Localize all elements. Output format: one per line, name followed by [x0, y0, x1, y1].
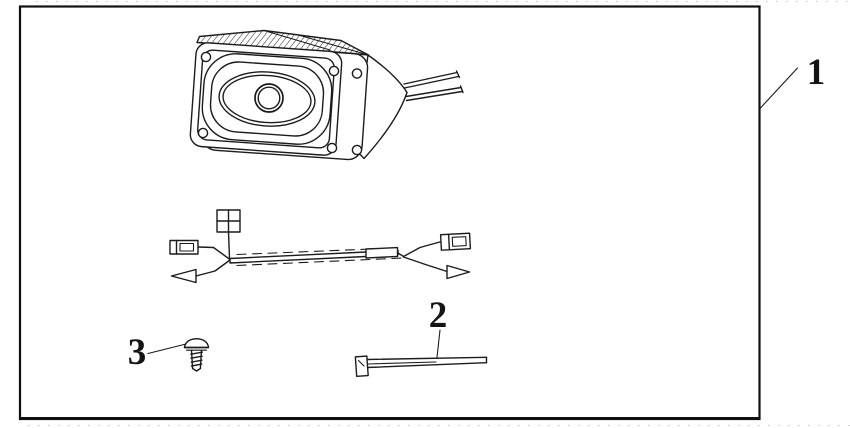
- harness-connector-right: [439, 232, 472, 251]
- callout-3-leader: [147, 343, 187, 355]
- harness-connector-4pin: [216, 209, 241, 233]
- wire-band-head: [354, 355, 369, 378]
- parts-box: [18, 5, 761, 421]
- harness-branch-top: [227, 231, 231, 260]
- callout-1-leader: [759, 67, 799, 110]
- callout-3-label: 3: [128, 332, 147, 373]
- wire-band-illustration: [354, 355, 488, 378]
- speaker-top-fold-line: [299, 34, 370, 56]
- speaker-mount-hole: [351, 68, 363, 79]
- harness-cable-dash-bottom: [236, 257, 404, 267]
- callouts: 1 2 3: [128, 52, 826, 373]
- speaker-mount-hole: [200, 51, 212, 63]
- harness-terminal-arrow-right: [446, 264, 471, 280]
- wire-band-strip-ridge: [366, 361, 437, 365]
- wire-band-strip-top: [366, 356, 488, 361]
- harness-connector-left: [169, 239, 199, 255]
- harness-branch-right-up: [397, 240, 443, 258]
- screw-illustration: [183, 338, 210, 372]
- harness-cable-sleeve: [365, 246, 399, 259]
- callout-1-label: 1: [807, 52, 826, 93]
- screw-head: [183, 338, 210, 349]
- speaker-front-frame: [189, 42, 343, 156]
- wire-band-pawl: [357, 359, 365, 367]
- speaker-mount-hole: [351, 144, 363, 156]
- speaker-wedge: [354, 54, 408, 160]
- callout-2-leader: [436, 329, 441, 359]
- speaker-cone-rings: [201, 53, 333, 145]
- screw-threads: [190, 349, 203, 372]
- speaker-dust-cap: [254, 83, 284, 113]
- harness-branch-right-down: [402, 256, 448, 273]
- harness-branch-left: [197, 246, 231, 261]
- speaker-top-fold-line: [263, 29, 331, 51]
- speaker-dust-cap-inner: [257, 86, 281, 110]
- speaker-mount-hole: [328, 65, 340, 77]
- harness-terminal-arrow-left: [170, 259, 231, 284]
- speaker-mount-hole: [197, 127, 209, 139]
- harness-illustration: [169, 209, 472, 284]
- speaker-wires: [403, 70, 464, 102]
- speaker-illustration: [189, 29, 464, 161]
- speaker-front-frame-inner: [196, 49, 336, 149]
- wire-band-strip-bottom: [366, 362, 488, 369]
- callout-2-label: 2: [429, 295, 448, 336]
- speaker-mount-hole: [326, 142, 338, 154]
